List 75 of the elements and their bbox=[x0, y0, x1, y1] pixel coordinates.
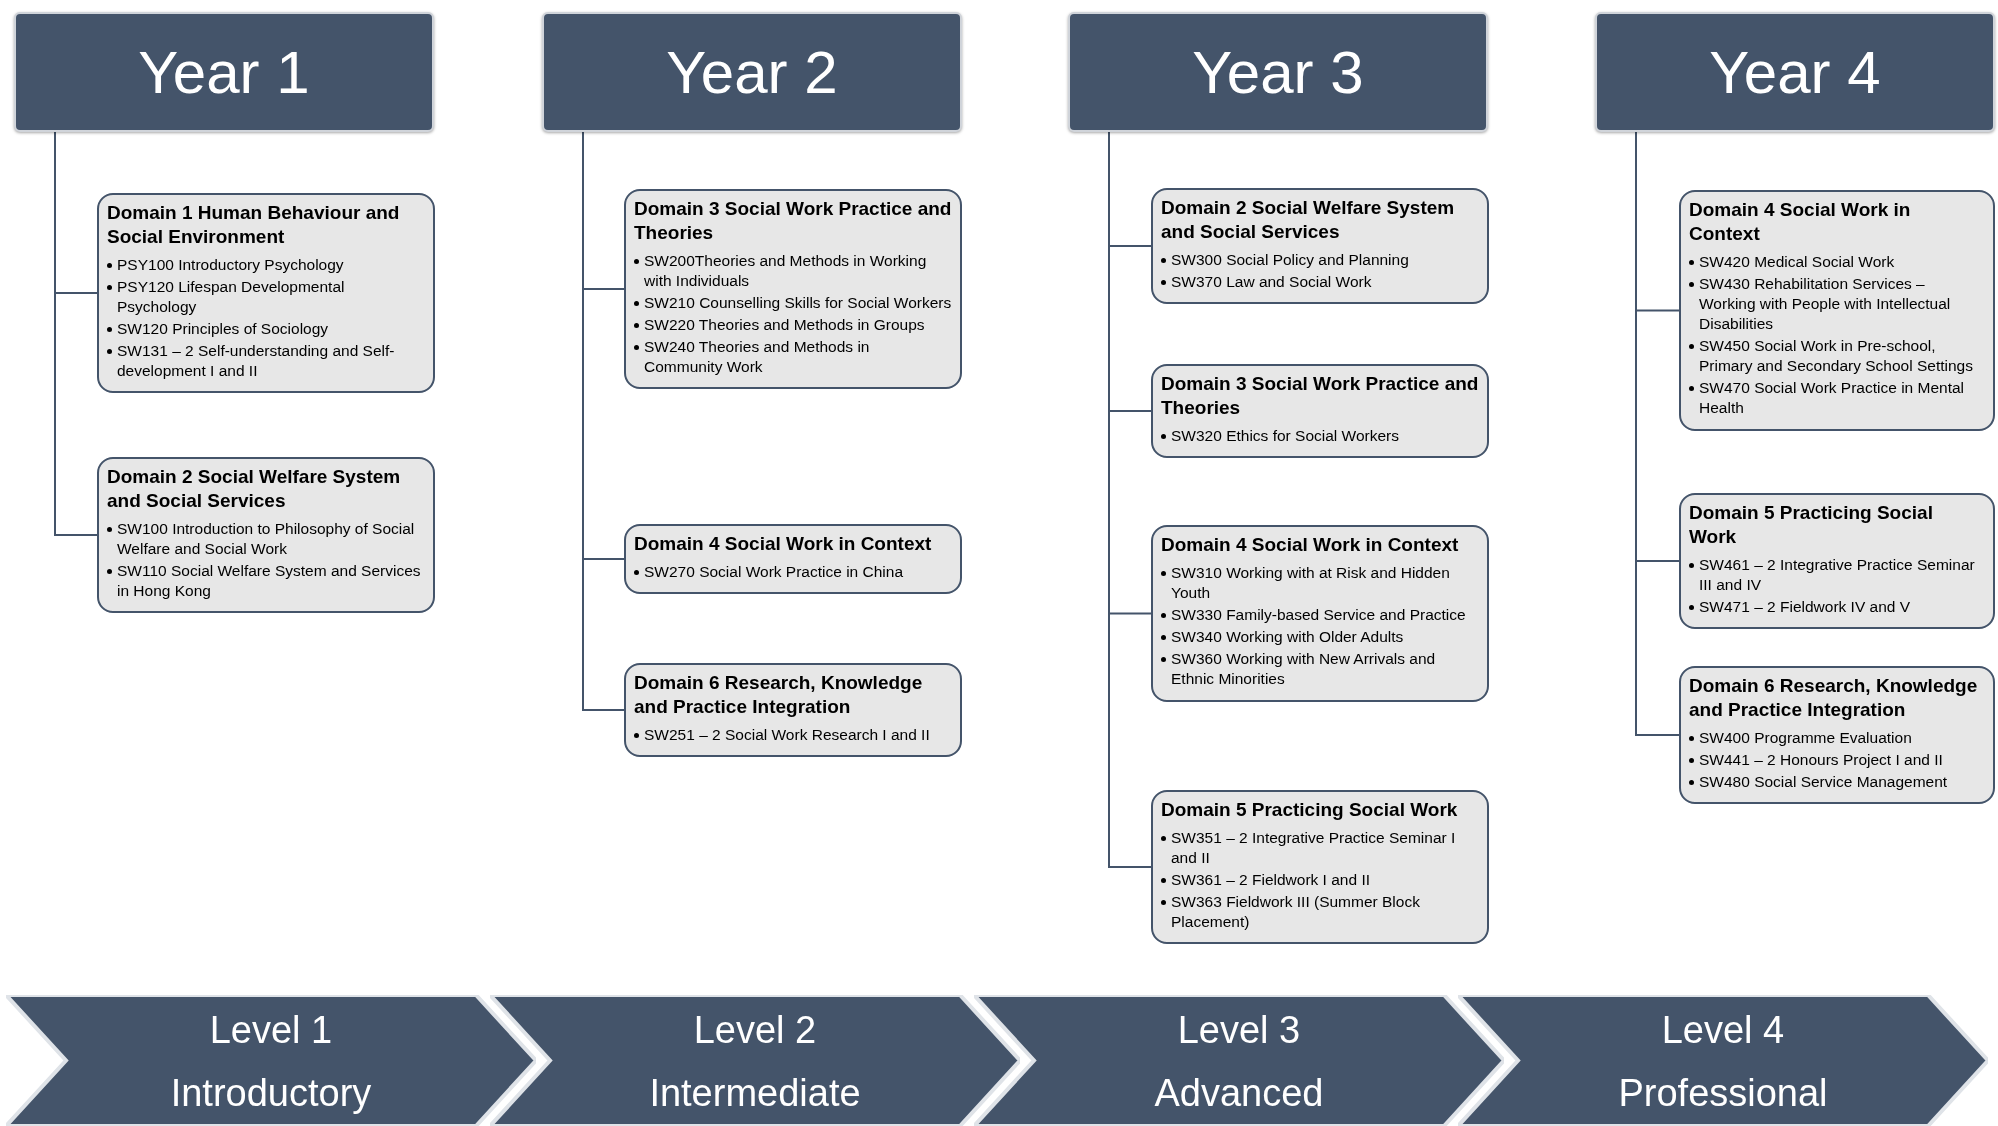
course-item: SW471 – 2 Fieldwork IV and V bbox=[1699, 596, 1911, 617]
level-banner bbox=[490, 995, 1020, 1126]
course-item: SW450 Social Work in Pre-school, Primary and Secondary School Settings bbox=[1699, 336, 1974, 377]
domain-box bbox=[624, 524, 962, 594]
course-item: SW200Theories and Methods in Working with Individuals bbox=[644, 250, 928, 291]
course-item: PSY100 Introductory Psychology bbox=[117, 254, 344, 275]
domain-box bbox=[1679, 493, 1995, 629]
domain-title: Domain 4 Social Work in Context bbox=[1161, 533, 1460, 557]
domain-box bbox=[1679, 666, 1995, 804]
domain-title: Domain 3 Social Work Practice and Theories bbox=[1161, 372, 1479, 420]
year-header bbox=[1595, 12, 1995, 132]
course-item: SW340 Working with Older Adults bbox=[1171, 627, 1404, 648]
course-item: SW363 Fieldwork III (Summer Block Placement) bbox=[1171, 892, 1421, 933]
course-item: SW361 – 2 Fieldwork I and II bbox=[1171, 870, 1370, 891]
course-item: SW441 – 2 Honours Project I and II bbox=[1699, 749, 1943, 770]
course-item: SW270 Social Work Practice in China bbox=[644, 561, 903, 582]
level-name: Intermediate bbox=[649, 1071, 861, 1117]
course-item: SW320 Ethics for Social Workers bbox=[1171, 425, 1399, 446]
level-banner bbox=[6, 995, 536, 1126]
course-item: SW370 Law and Social Work bbox=[1171, 271, 1372, 292]
domain-title: Domain 1 Human Behaviour and Social Environment bbox=[107, 201, 401, 249]
course-item: SW220 Theories and Methods in Groups bbox=[644, 314, 925, 335]
course-item: SW430 Rehabilitation Services – Working with People with Intellectual Disabilities bbox=[1699, 273, 1952, 334]
course-item: SW100 Introduction to Philosophy of Social Welfare and Social Work bbox=[117, 518, 416, 559]
year-header bbox=[542, 12, 962, 132]
course-item: SW480 Social Service Management bbox=[1699, 771, 1948, 792]
course-item: SW110 Social Welfare System and Services in Hong Kong bbox=[117, 560, 422, 601]
course-item: SW240 Theories and Methods in Community Work bbox=[644, 337, 871, 378]
course-item: SW360 Working with New Arrivals and Ethnic Minorities bbox=[1171, 649, 1437, 690]
domain-title: Domain 3 Social Work Practice and Theories bbox=[634, 197, 952, 245]
domain-box bbox=[1151, 525, 1489, 702]
year-title: Year 2 bbox=[666, 37, 838, 107]
course-item: PSY120 Lifespan Developmental Psychology bbox=[117, 276, 346, 317]
course-item: SW420 Medical Social Work bbox=[1699, 251, 1895, 272]
domain-title: Domain 4 Social Work in Context bbox=[634, 532, 933, 556]
course-item: SW210 Counselling Skills for Social Workers bbox=[644, 292, 952, 313]
domain-title: Domain 6 Research, Knowledge and Practice Integration bbox=[634, 671, 924, 719]
year-title: Year 3 bbox=[1192, 37, 1364, 107]
domain-box bbox=[1679, 190, 1995, 431]
course-item: SW131 – 2 Self-understanding and Self-development I and II bbox=[117, 341, 396, 382]
domain-title: Domain 5 Practicing Social Work bbox=[1161, 798, 1459, 822]
level-name: Introductory bbox=[170, 1071, 372, 1117]
level-name: Professional bbox=[1618, 1071, 1828, 1117]
course-item: SW400 Programme Evaluation bbox=[1699, 727, 1912, 748]
year-title: Year 4 bbox=[1709, 37, 1881, 107]
domain-box bbox=[97, 193, 435, 394]
domain-title: Domain 4 Social Work in Context bbox=[1689, 198, 1912, 246]
course-item: SW120 Principles of Sociology bbox=[117, 318, 329, 339]
domain-box bbox=[624, 663, 962, 757]
domain-box bbox=[1151, 188, 1489, 304]
level-label: Level 3 bbox=[1177, 1007, 1301, 1053]
domain-box bbox=[97, 457, 435, 614]
year-header bbox=[1068, 12, 1488, 132]
year-header bbox=[14, 12, 434, 132]
course-item: SW310 Working with at Risk and Hidden Youth bbox=[1171, 562, 1451, 603]
level-banner bbox=[974, 995, 1504, 1126]
course-item: SW461 – 2 Integrative Practice Seminar III and IV bbox=[1699, 554, 1976, 595]
domain-box bbox=[1151, 790, 1489, 945]
level-banner bbox=[1458, 995, 1988, 1126]
course-item: SW300 Social Policy and Planning bbox=[1171, 249, 1409, 270]
domain-box bbox=[624, 189, 962, 390]
course-item: SW330 Family-based Service and Practice bbox=[1171, 605, 1466, 626]
course-item: SW470 Social Work Practice in Mental Health bbox=[1699, 378, 1966, 419]
level-label: Level 2 bbox=[693, 1007, 817, 1053]
course-item: SW351 – 2 Integrative Practice Seminar I and II bbox=[1171, 827, 1457, 868]
course-item: SW251 – 2 Social Work Research I and II bbox=[644, 724, 930, 745]
domain-title: Domain 2 Social Welfare System and Social Services bbox=[1161, 196, 1456, 244]
level-label: Level 4 bbox=[1661, 1007, 1785, 1053]
level-name: Advanced bbox=[1154, 1071, 1324, 1117]
year-title: Year 1 bbox=[138, 37, 310, 107]
domain-title: Domain 5 Practicing Social Work bbox=[1689, 501, 1934, 549]
domain-title: Domain 2 Social Welfare System and Social Services bbox=[107, 465, 402, 513]
domain-box bbox=[1151, 364, 1489, 458]
level-label: Level 1 bbox=[209, 1007, 333, 1053]
domain-title: Domain 6 Research, Knowledge and Practice Integration bbox=[1689, 674, 1979, 722]
